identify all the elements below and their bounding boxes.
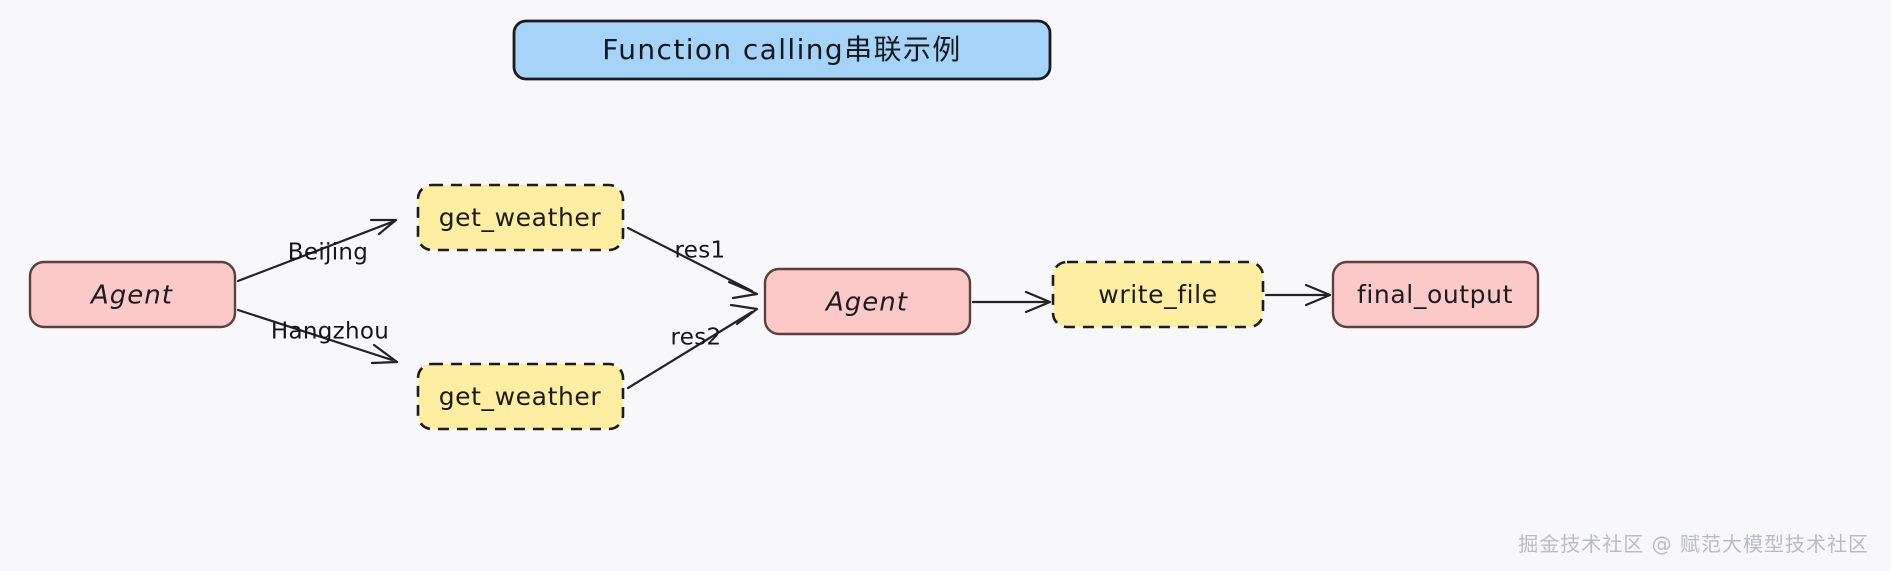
edge-label-beijing: Beijing	[288, 240, 368, 266]
node-write-file-label: write_file	[1098, 280, 1217, 309]
node-final-output-label: final_output	[1357, 280, 1513, 309]
edge-weather-top-to-agent	[626, 226, 759, 300]
watermark: 掘金技术社区 @ 赋范大模型技术社区	[1518, 532, 1869, 556]
node-get-weather-top-label: get_weather	[439, 203, 602, 232]
node-final-output[interactable]: final_output	[1331, 260, 1540, 329]
edge-agent-to-weather-top	[236, 218, 398, 283]
edge-layer	[236, 218, 1332, 390]
node-write-file-box[interactable]	[1051, 260, 1265, 329]
edge-write-file-to-output	[1264, 283, 1332, 307]
edge-agent-to-weather-bot	[236, 308, 399, 365]
node-layer: Agent get_weather get_weather Agent writ…	[28, 183, 1540, 431]
node-final-output-box[interactable]	[1331, 260, 1540, 329]
node-get-weather-top[interactable]: get_weather	[416, 183, 625, 252]
edge-weather-bot-to-agent	[626, 303, 759, 390]
node-agent-left-box[interactable]	[28, 260, 237, 329]
node-agent-middle-label: Agent	[824, 288, 908, 318]
edge-label-layer: Beijing Hangzhou res1 res2	[271, 238, 726, 351]
title-box	[512, 19, 1052, 81]
node-get-weather-bottom-label: get_weather	[439, 382, 602, 411]
edge-label-res2: res2	[671, 325, 722, 351]
node-get-weather-top-box[interactable]	[416, 183, 625, 252]
node-agent-left[interactable]: Agent	[28, 260, 237, 329]
edge-label-hangzhou: Hangzhou	[271, 319, 389, 345]
node-get-weather-bottom-box[interactable]	[416, 362, 625, 431]
edge-agent-to-write-file	[971, 290, 1052, 314]
node-write-file[interactable]: write_file	[1051, 260, 1265, 329]
edge-label-res1: res1	[675, 238, 726, 264]
node-agent-middle[interactable]: Agent	[763, 267, 972, 336]
diagram-title: Function calling串联示例	[512, 19, 1052, 81]
title-text: Function calling串联示例	[602, 33, 961, 66]
node-get-weather-bottom[interactable]: get_weather	[416, 362, 625, 431]
node-agent-left-label: Agent	[89, 281, 173, 311]
node-agent-middle-box[interactable]	[763, 267, 972, 336]
